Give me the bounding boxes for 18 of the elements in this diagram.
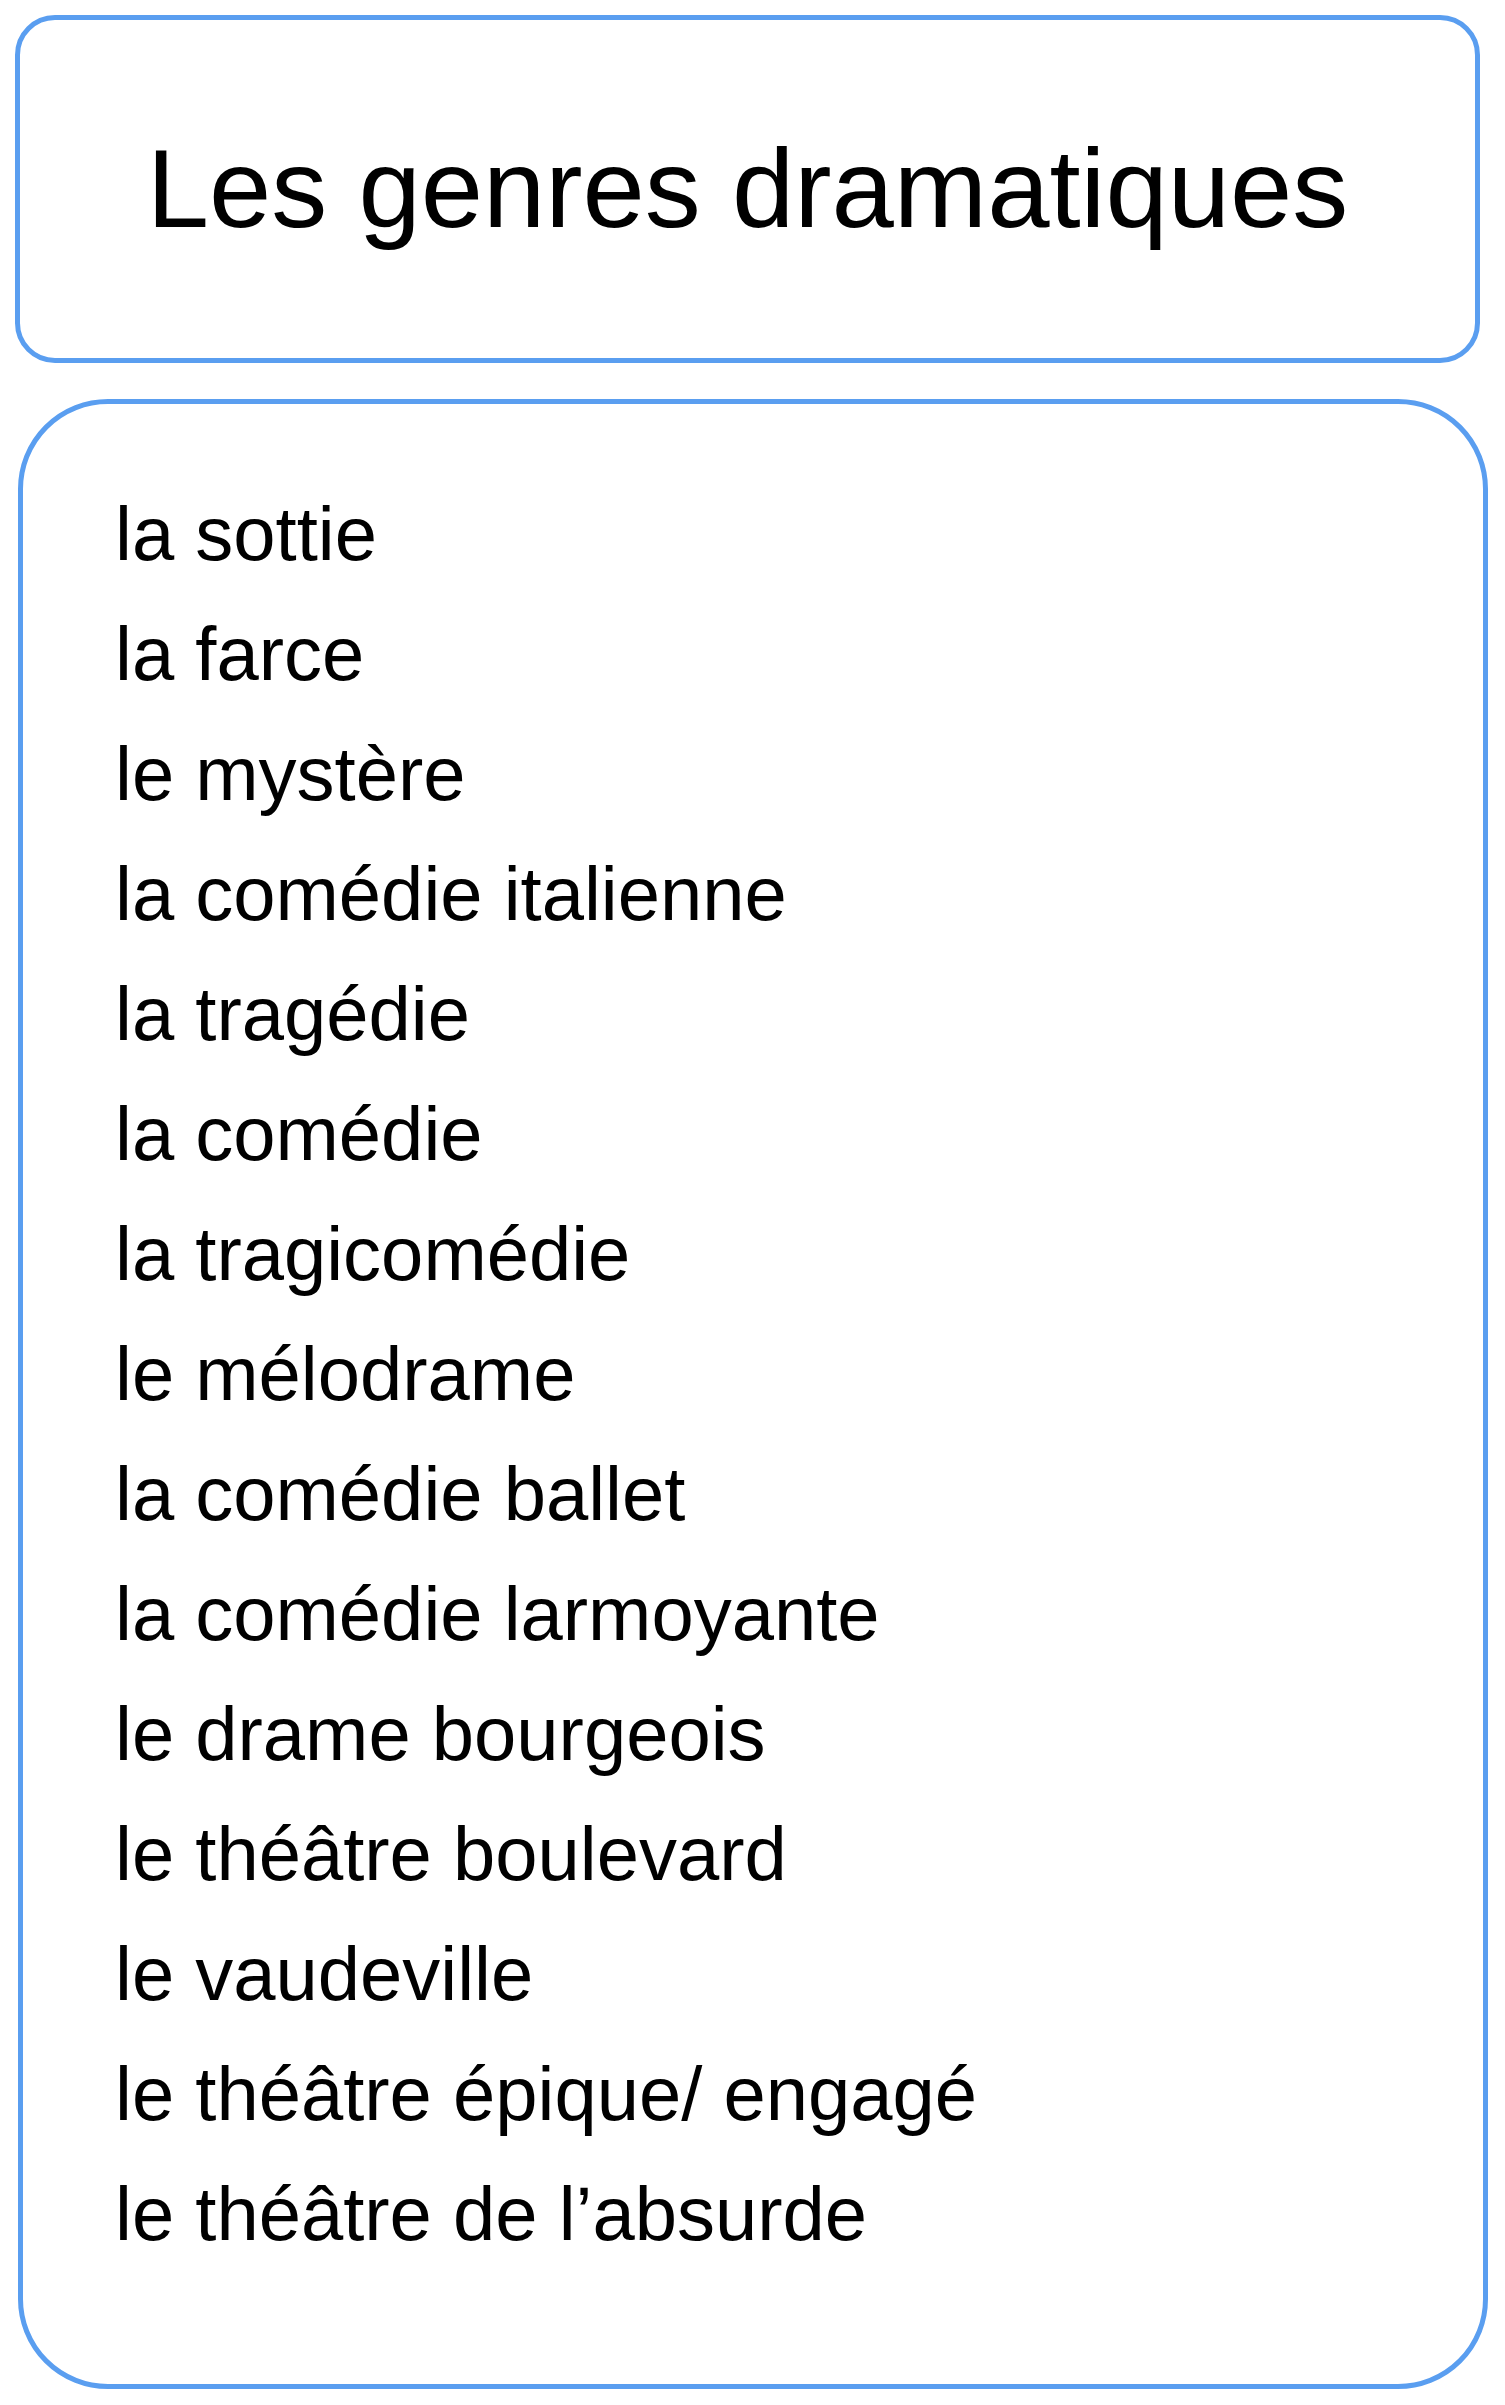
list-item: le mélodrame [115,1330,576,1418]
list-item: le théâtre de l’absurde [115,2170,868,2258]
list-box [18,399,1488,2389]
list-item: la farce [115,610,365,698]
list-item: la comédie larmoyante [115,1570,880,1658]
list-item: le vaudeville [115,1930,534,2018]
list-item: la sottie [115,490,377,578]
heading-text: Les genres dramatiques [146,124,1349,253]
list-item: la tragédie [115,970,470,1058]
list-item: le théâtre épique/ engagé [115,2050,978,2138]
list-item: la tragicomédie [115,1210,631,1298]
heading-box [15,15,1480,363]
list-item: le mystère [115,730,466,818]
list-item: le théâtre boulevard [115,1810,787,1898]
list-item: la comédie [115,1090,483,1178]
list-item: le drame bourgeois [115,1690,766,1778]
list-item: la comédie italienne [115,850,787,938]
list-item: la comédie ballet [115,1450,686,1538]
